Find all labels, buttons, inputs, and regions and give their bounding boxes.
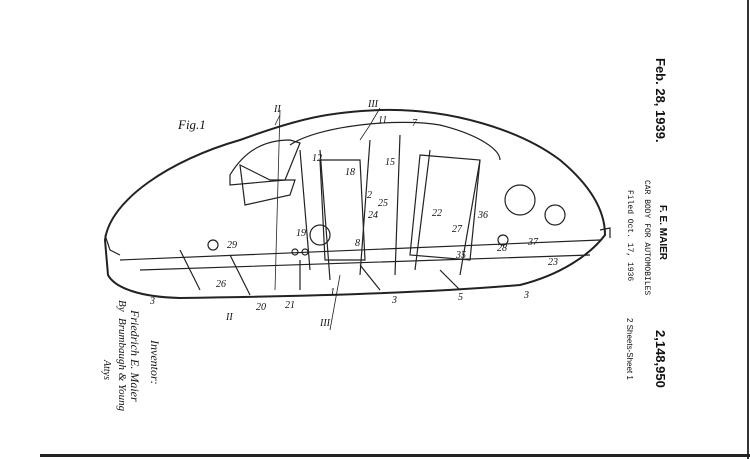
ref-numeral: II: [274, 104, 281, 115]
ref-numeral: 3: [150, 296, 155, 307]
ref-numeral: 5: [458, 292, 463, 303]
sheet-count: 2 Sheets-Sheet 1: [625, 318, 634, 380]
page-border-right: [747, 0, 749, 459]
ref-numeral: II: [226, 312, 233, 323]
ref-numeral: 8: [355, 238, 360, 249]
ref-numeral: 37: [528, 237, 538, 248]
attorney-signature: Brumbaugh & Young: [116, 318, 128, 412]
figure-label: Fig.1: [178, 117, 206, 132]
ref-numeral: 7: [412, 118, 417, 129]
page-border-bottom: [40, 454, 750, 457]
patent-number: 2,148,950: [653, 330, 668, 388]
patent-title: CAR BODY FOR AUTOMOBILES: [642, 180, 651, 296]
ref-numeral: 1: [330, 287, 335, 298]
ref-numeral: 25: [378, 198, 388, 209]
ref-numeral: 23: [548, 257, 558, 268]
ref-numeral: 28: [497, 243, 507, 254]
ref-numeral: 15: [385, 157, 395, 168]
ref-numeral: 19: [296, 228, 306, 239]
ref-numeral: 22: [432, 208, 442, 219]
ref-numeral: III: [368, 99, 378, 110]
attorney-suffix: Attys: [101, 360, 112, 380]
ref-numeral: 18: [345, 167, 355, 178]
inventor-heading: Inventor:: [148, 340, 162, 385]
ref-numeral: 35: [456, 250, 466, 261]
ref-numeral: 3: [524, 290, 529, 301]
ref-numeral: 12: [312, 153, 322, 164]
ref-numeral: 24: [368, 210, 378, 221]
filing-date: Filed Oct. 17, 1936: [625, 190, 634, 282]
ref-numeral: 3: [392, 295, 397, 306]
ref-numeral: 36: [478, 210, 488, 221]
inventor-signature: Friedrich E. Maier: [128, 310, 142, 402]
patent-date: Feb. 28, 1939.: [653, 58, 668, 143]
ref-numeral: 21: [285, 300, 295, 311]
ref-numeral: 27: [452, 224, 462, 235]
ref-numeral: 20: [256, 302, 266, 313]
ref-numeral: 26: [216, 279, 226, 290]
ref-numeral: III: [320, 318, 330, 329]
ref-numeral: 2: [367, 190, 372, 201]
ref-numeral: 11: [378, 115, 388, 126]
ref-numeral: 29: [227, 240, 237, 251]
inventor-name: F. E. MAIER: [657, 205, 668, 261]
by-label: By: [116, 300, 128, 312]
